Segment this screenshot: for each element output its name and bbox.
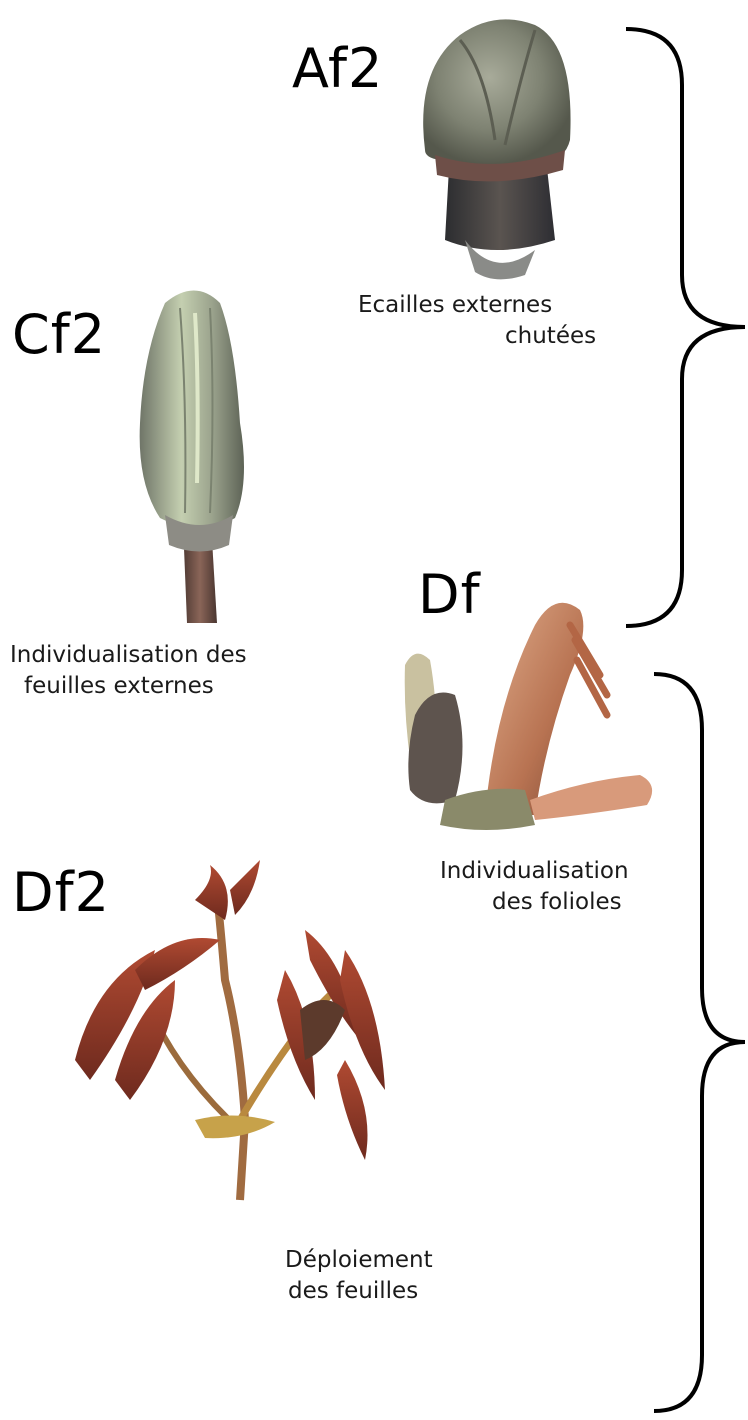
bud-photo-af2 <box>405 10 585 280</box>
caption-cf2-line-1: Individualisation des <box>10 640 340 671</box>
caption-cf2-line-2: feuilles externes <box>10 671 340 702</box>
brace-group-2 <box>650 670 748 1415</box>
caption-df2: Déploiement des feuilles <box>285 1245 505 1307</box>
bud-photo-cf2 <box>125 283 265 628</box>
stage-code-cf2: Cf2 <box>12 308 106 362</box>
caption-cf2: Individualisation des feuilles externes <box>10 640 340 702</box>
caption-af2-line-1: Ecailles externes <box>358 290 628 321</box>
stage-code-af2: Af2 <box>292 42 383 96</box>
caption-df2-line-2: des feuilles <box>285 1276 505 1307</box>
shoot-photo-df2 <box>45 860 415 1220</box>
brace-group-1 <box>620 25 748 630</box>
caption-df2-line-1: Déploiement <box>285 1245 505 1276</box>
caption-af2-line-2: chutées <box>358 321 628 352</box>
caption-af2: Ecailles externes chutées <box>358 290 628 352</box>
